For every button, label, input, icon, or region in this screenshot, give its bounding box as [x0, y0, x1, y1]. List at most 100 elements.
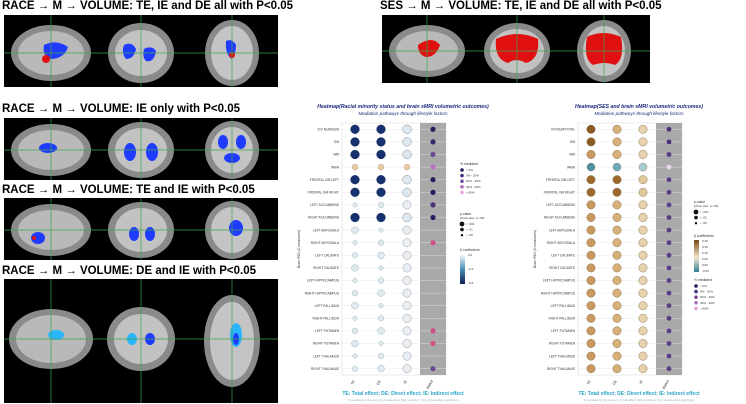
heatmap-cell-circle: [377, 201, 384, 208]
heatmap-cell-circle: [352, 315, 358, 321]
heatmap-cell-circle: [638, 200, 648, 210]
row-label: LEFT THALAMUS: [313, 354, 339, 358]
title-ses-te-ie-de: SES → M → VOLUME: TE, IE and DE all with…: [380, 0, 662, 12]
brain-panel-ses: [382, 15, 650, 83]
heatmap-cell-circle: [376, 212, 386, 223]
mediated-marker: [666, 290, 672, 296]
heatmap-cell-circle: [612, 175, 622, 185]
heatmap-cell-circle: [612, 276, 622, 285]
row-label: LEFT AMYGDALA: [549, 228, 576, 232]
row-label: WMH: [567, 165, 576, 169]
heatmap-cell-circle: [402, 263, 412, 273]
row-label: WM: [333, 153, 339, 157]
legend-coef-tick: 0.15: [702, 245, 708, 249]
row-label: RIGHT PUTAMEN: [313, 342, 340, 346]
heatmap-cell-circle: [586, 288, 596, 298]
heatmap-cell-circle: [612, 137, 622, 147]
legend-coef-tick: -0.05: [702, 269, 709, 273]
row-label: LEFT PALLIDUM: [315, 304, 340, 308]
legend-coef-bar: [694, 240, 699, 272]
row-label: WMH: [331, 165, 340, 169]
heatmap-cell-circle: [586, 313, 596, 323]
row-label: RIGHT AMYGDALA: [547, 241, 576, 245]
legend-mediated-title: % mediated: [694, 278, 712, 282]
heatmap-right-note: % mediated is the percent of total effec…: [583, 398, 695, 402]
brain-slices-race-1: [4, 15, 278, 87]
heatmap-cell-circle: [378, 227, 384, 233]
heatmap-cell-circle: [612, 326, 622, 336]
legend-coef-tick: 0.10: [702, 251, 708, 255]
row-label: LEFT ACCUMBENS: [310, 203, 339, 207]
heatmap-cell-circle: [403, 163, 411, 171]
row-label: LEFT HIPPOCAMPUS: [307, 279, 339, 283]
heatmap-cell-circle: [402, 225, 412, 235]
heatmap-cell-circle: [612, 339, 622, 348]
heatmap-cell-circle: [586, 213, 596, 222]
row-label: LEFT THALAMUS: [549, 354, 575, 358]
row-label: LEFT AMYGDALA: [313, 228, 340, 232]
heatmap-cell-circle: [638, 137, 648, 147]
heatmap-cell-circle: [378, 265, 384, 271]
row-label: LEFT PUTAMEN: [551, 329, 576, 333]
heatmap-cell-circle: [350, 175, 360, 185]
heatmap-cell-circle: [377, 353, 384, 360]
row-label: RIGHT PALLIDUM: [549, 317, 576, 321]
legend-p-title: p-value: [694, 200, 705, 204]
heatmap-cell-circle: [376, 137, 386, 147]
heatmap-cell-circle: [586, 162, 596, 172]
heatmap-cell-circle: [402, 238, 412, 248]
heatmap-cell-circle: [586, 276, 596, 285]
legend-mediated-swatch: [694, 295, 698, 299]
heatmap-cell-circle: [638, 250, 648, 260]
heatmap-cell-circle: [612, 301, 622, 311]
column-label: %mediated: [421, 380, 433, 390]
legend-mediated-swatch: [460, 190, 464, 195]
heatmap-cell-circle: [638, 175, 648, 185]
legend-p-label: < .05: [466, 233, 473, 237]
mediated-marker: [430, 240, 436, 246]
heatmap-cell-circle: [352, 365, 359, 372]
heatmap-right-title: Heatmap(SES and brain sMRI volumetric ou…: [575, 104, 703, 110]
mediated-marker: [430, 214, 436, 221]
column-label: DE: [612, 379, 618, 386]
y-axis-label: Brain ROI (Z-measures): [297, 230, 301, 268]
heatmap-cell-circle: [638, 263, 648, 273]
heatmap-cell-circle: [350, 124, 360, 134]
mediated-marker: [666, 202, 672, 208]
legend-mediated-label: 0% - 20%: [700, 290, 713, 294]
heatmap-cell-circle: [402, 276, 412, 285]
heatmap-cell-circle: [586, 351, 596, 361]
heatmap-cell-circle: [350, 187, 360, 197]
legend-coef-title: β coefficients: [694, 234, 714, 238]
legend-mediated-swatch: [694, 284, 698, 288]
mediated-marker: [666, 152, 672, 157]
legend-coef-tick: 0.0: [468, 253, 473, 257]
heatmap-cell-circle: [402, 137, 412, 147]
legend-p-swatch: [460, 234, 464, 237]
heatmap-cell-circle: [612, 263, 622, 273]
mediated-marker: [430, 202, 436, 208]
heatmap-cell-circle: [402, 351, 412, 361]
heatmap-cell-circle: [352, 202, 358, 208]
mediated-marker: [666, 139, 672, 145]
heatmap-cell-circle: [586, 200, 596, 210]
row-label: LEFT ACCUMBENS: [546, 203, 575, 207]
heatmap-cell-circle: [350, 212, 360, 223]
title-race-ie-only: RACE → M → VOLUME: IE only with P<0.05: [2, 103, 241, 115]
row-label: RIGHT ACCUMBENS: [308, 216, 339, 220]
heatmap-cell-circle: [612, 351, 622, 361]
row-label: GM: [570, 140, 575, 144]
heatmap-cell-circle: [586, 326, 596, 336]
heatmap-cell-circle: [378, 303, 384, 309]
legend-p-subtitle: (circle size: p<.05): [694, 204, 718, 208]
mediated-marker: [430, 340, 436, 347]
heatmap-cell-circle: [638, 124, 648, 134]
mediated-marker: [666, 303, 672, 309]
brain-panel-race-4: [4, 279, 278, 403]
legend-mediated-swatch: [694, 289, 698, 294]
legend-p-label: < .001: [466, 222, 475, 226]
row-label: RIGHT PALLIDUM: [313, 317, 340, 321]
row-label: FRONTAL GM LEFT: [546, 178, 575, 182]
heatmap-right-subtitle: Mediation pathways through lifestyle fac…: [594, 111, 684, 116]
